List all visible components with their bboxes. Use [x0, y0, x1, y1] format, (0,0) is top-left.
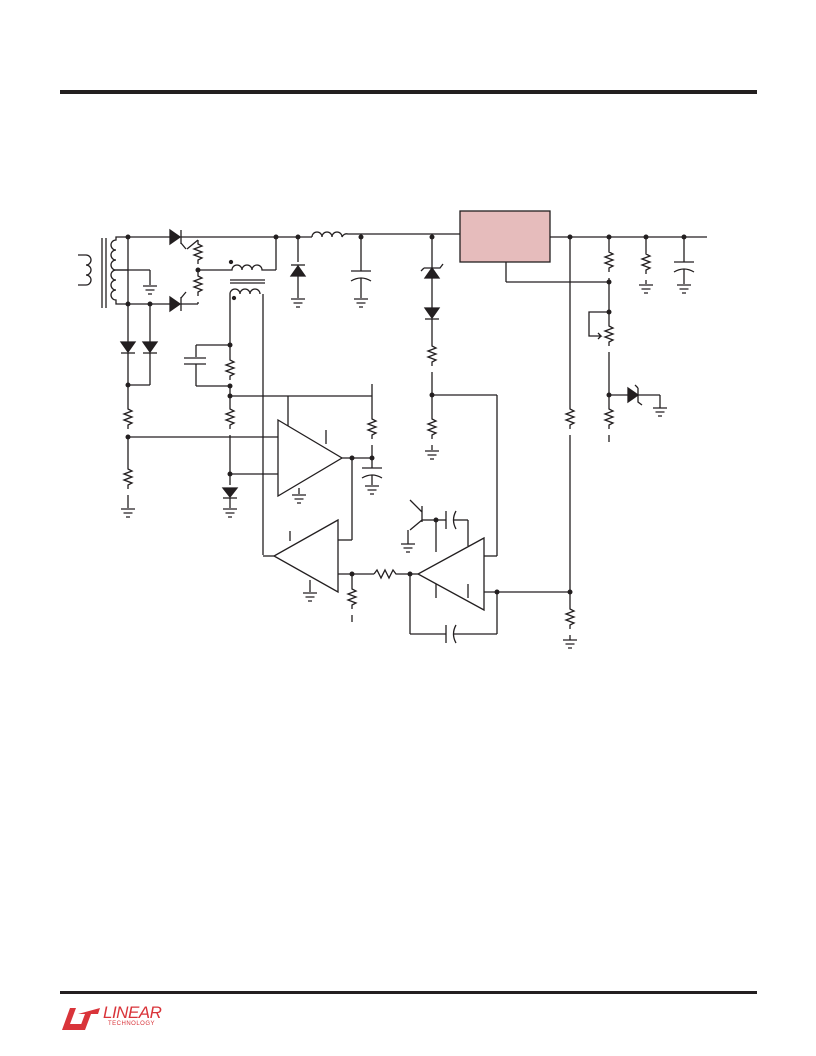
logo-subtitle: TECHNOLOGY — [108, 1021, 156, 1027]
linear-logo-icon — [62, 1008, 100, 1030]
scr-top — [169, 228, 276, 250]
error-amplifier — [409, 394, 570, 644]
header-rule — [60, 90, 757, 94]
footer-rule — [60, 991, 757, 994]
logo-wordmark: LINEAR — [103, 1003, 162, 1022]
pulse-transformer — [228, 237, 277, 295]
scr-bottom — [169, 291, 198, 313]
regulator-block — [459, 210, 551, 263]
comparator-2 — [272, 458, 353, 602]
input-transformer — [78, 236, 128, 308]
comparator-1 — [277, 396, 344, 504]
